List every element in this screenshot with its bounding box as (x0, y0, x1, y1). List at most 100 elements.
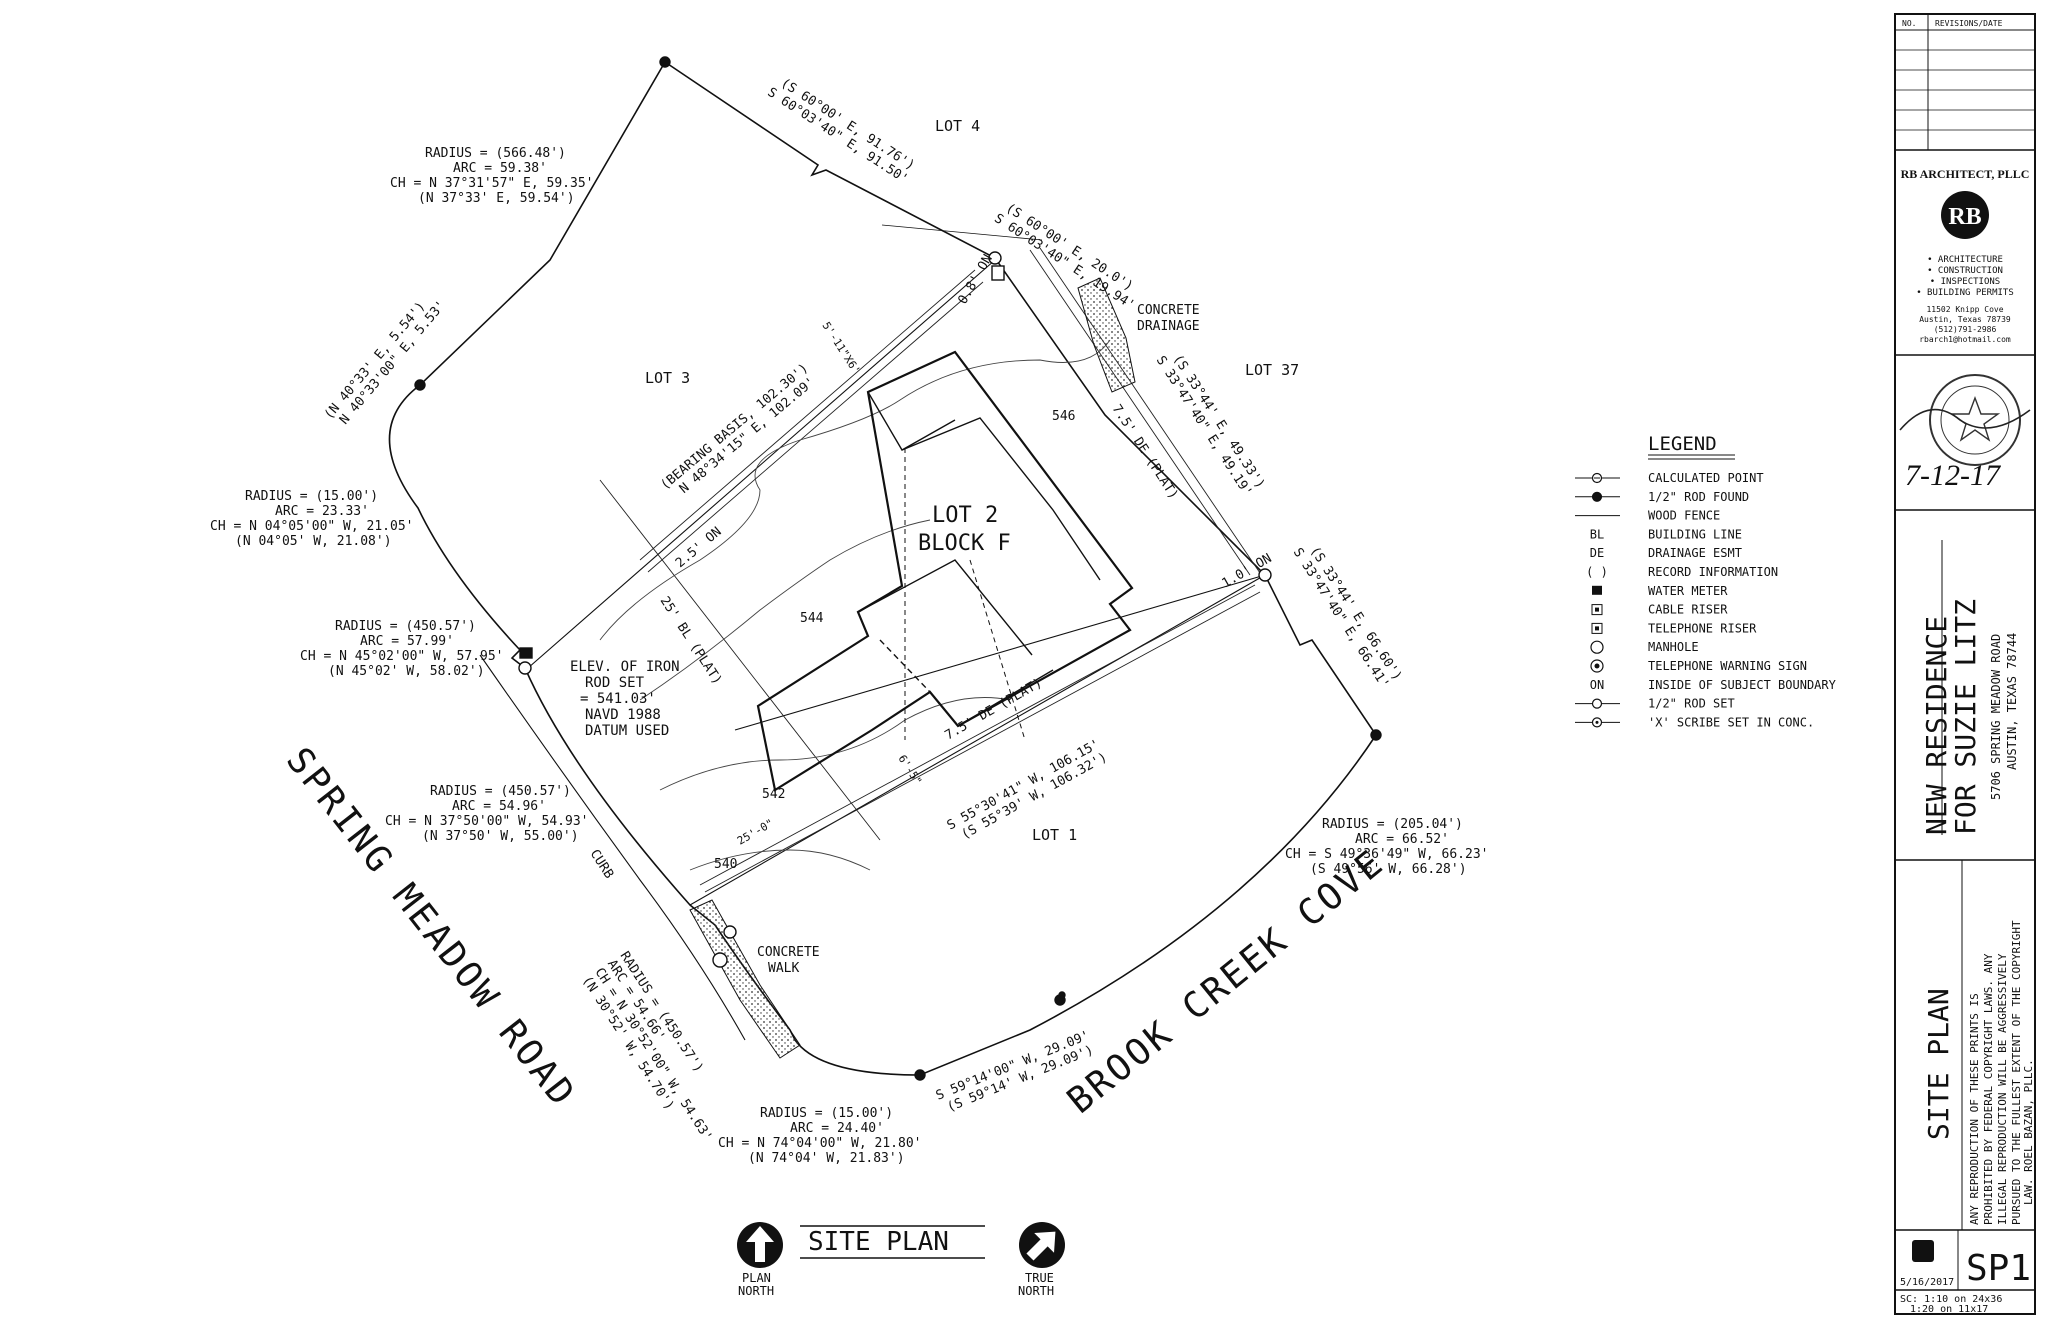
bearing-east-lower: (S 33°44' E, 66.60') S 33°47'40" E, 66.4… (1290, 544, 1405, 691)
svg-text:ARC = 23.33': ARC = 23.33' (275, 504, 369, 519)
svg-text:• CONSTRUCTION: • CONSTRUCTION (1927, 266, 2003, 276)
dim-left-label: 25'-0" (735, 816, 776, 847)
bearing-south-lot1: S 55°30'41" W, 106.15' (S 55°39' W, 106.… (945, 737, 1110, 843)
lot-label: BLOCK F (918, 531, 1011, 556)
boundary-markers (414, 56, 1382, 1081)
telephone-riser-marker (991, 265, 1005, 281)
contour-label: 542 (762, 787, 785, 802)
legend-label: CABLE RISER (1648, 603, 1728, 617)
lot-label: LOT 37 (1245, 361, 1299, 379)
dim-top-label: 5'-11"X6' (819, 320, 862, 377)
rod-set-icon (1591, 698, 1603, 709)
legend-row: WATER METER (1592, 584, 1728, 598)
legend-label: MANHOLE (1648, 640, 1699, 654)
firm-services: • ARCHITECTURE • CONSTRUCTION • INSPECTI… (1916, 255, 2014, 298)
curve-data-c7: RADIUS = (450.57') ARC = 54.66' CH = N 3… (579, 949, 715, 1144)
bearing-north-short: (S 60°00' E, 20.0') S 60°03'40" E, 19.94… (991, 201, 1137, 314)
legend-row: 'X' SCRIBE SET IN CONC. (1575, 715, 1814, 729)
road-brook-creek: BROOK CREEK COVE (1060, 842, 1393, 1122)
rod-found-marker (914, 1069, 926, 1081)
legend-label: WOOD FENCE (1648, 509, 1720, 523)
svg-text:S 60°03'40" E, 19.94': S 60°03'40" E, 19.94' (991, 211, 1137, 313)
svg-text:DRAINAGE: DRAINAGE (1137, 319, 1200, 334)
svg-text:LAW. ROEL BAZAN, PLLC.: LAW. ROEL BAZAN, PLLC. (2022, 1059, 2035, 1205)
site-address: AUSTIN, TEXAS 78744 (2005, 633, 2019, 770)
svg-text:ROD SET: ROD SET (585, 675, 645, 691)
firm-mini-logo (1912, 1240, 1934, 1262)
svg-text:PROHIBITED BY FEDERAL COPYRIGH: PROHIBITED BY FEDERAL COPYRIGHT LAWS. AN… (1982, 953, 1995, 1225)
svg-text:NAVD 1988: NAVD 1988 (585, 707, 661, 723)
svg-text:ARC = 54.96': ARC = 54.96' (452, 799, 546, 814)
revision-rows (1895, 49, 2035, 131)
dim-bottom-label: 6'-5" (895, 753, 924, 788)
svg-text:(S 60°00' E, 91.76'): (S 60°00' E, 91.76') (778, 76, 917, 174)
svg-text:(512)791-2986: (512)791-2986 (1934, 325, 1997, 334)
sheet-number: SP1 (1966, 1248, 2031, 1289)
curb-label: CURB (587, 847, 617, 882)
legend-row: ( )RECORD INFORMATION (1586, 565, 1778, 579)
svg-text:CH = S 49°36'49" W, 66.23': CH = S 49°36'49" W, 66.23' (1285, 847, 1489, 862)
curve-data-c2: RADIUS = (15.00') ARC = 23.33' CH = N 04… (210, 489, 414, 549)
svg-text:S 60°03'40" E, 91.50': S 60°03'40" E, 91.50' (765, 85, 911, 187)
svg-text:CONCRETE: CONCRETE (1137, 303, 1200, 318)
project-name: FOR SUZIE LITZ (1949, 599, 1982, 835)
svg-text:CH = N 04°05'00" W, 21.05': CH = N 04°05'00" W, 21.05' (210, 519, 414, 534)
site-plan-title: SITE PLAN (808, 1227, 949, 1257)
curve-data-c4: RADIUS = (450.57') ARC = 54.96' CH = N 3… (385, 784, 589, 844)
rod-found-marker (659, 56, 671, 68)
bearing-north-line: (S 60°00' E, 91.76') S 60°03'40" E, 91.5… (765, 76, 918, 187)
seal-date: 7-12-17 (1905, 459, 2002, 492)
svg-text:RADIUS = (15.00'): RADIUS = (15.00') (245, 489, 378, 504)
true-north-arrow: TRUE NORTH (1018, 1222, 1065, 1298)
svg-text:DATUM USED: DATUM USED (585, 723, 669, 739)
legend-label: INSIDE OF SUBJECT BOUNDARY (1648, 678, 1837, 692)
legend-row: CALCULATED POINT (1575, 471, 1764, 485)
sheet-title: SITE PLAN (1922, 988, 1955, 1140)
bearing-northwest: (N 40°33' E, 5.54') N 40°33'00" E, 5.53' (322, 298, 449, 428)
svg-text:ANY REPRODUCTION OF THESE PRIN: ANY REPRODUCTION OF THESE PRINTS IS (1968, 993, 1981, 1225)
svg-text:S 55°30'41" W, 106.15': S 55°30'41" W, 106.15' (945, 737, 1103, 834)
legend-label: CALCULATED POINT (1648, 471, 1764, 485)
lot-label: LOT 2 (932, 503, 998, 528)
manhole-marker (712, 952, 728, 968)
legend-row: WOOD FENCE (1575, 509, 1720, 523)
revision-no-header: NO. (1902, 19, 1916, 28)
svg-text:ELEV. OF IRON: ELEV. OF IRON (570, 659, 680, 675)
svg-text:CH = N 37°50'00" W, 54.93': CH = N 37°50'00" W, 54.93' (385, 814, 589, 829)
legend-label: BUILDING LINE (1648, 527, 1742, 541)
legend-label: 'X' SCRIBE SET IN CONC. (1648, 715, 1814, 729)
legend-label: WATER METER (1648, 584, 1728, 598)
copyright-notice: ANY REPRODUCTION OF THESE PRINTS IS PROH… (1968, 920, 2035, 1225)
contour-lines (599, 339, 1111, 871)
firm-address: 11502 Knipp Cove Austin, Texas 78739 (51… (1919, 305, 2011, 344)
svg-text:RADIUS = (15.00'): RADIUS = (15.00') (760, 1106, 893, 1121)
easement-lines (599, 247, 1261, 893)
scale-note: 1:20 on 11x17 (1910, 1304, 1988, 1315)
site-address: 5706 SPRING MEADOW ROAD (1989, 634, 2003, 800)
legend-label: TELEPHONE WARNING SIGN (1648, 659, 1807, 673)
curve-data-c5: RADIUS = (205.04') ARC = 66.52' CH = S 4… (1285, 817, 1489, 877)
true-north-label: TRUE (1025, 1271, 1054, 1285)
firm-logo-text: RB (1948, 204, 1981, 230)
legend-label: 1/2" ROD SET (1648, 697, 1735, 711)
rod-set-marker (988, 251, 1002, 265)
svg-text:RADIUS = (450.57'): RADIUS = (450.57') (335, 619, 476, 634)
de-plat-east-label: 7.5' DE (PLAT) (1109, 402, 1181, 502)
elevation-note: ELEV. OF IRON ROD SET = 541.03' NAVD 198… (570, 659, 680, 739)
svg-text:N 40°33'00" E, 5.53': N 40°33'00" E, 5.53' (337, 298, 449, 428)
legend-row: TELEPHONE WARNING SIGN (1590, 659, 1807, 673)
firm-logo (1941, 191, 1989, 239)
contour-label: 546 (1052, 409, 1075, 424)
true-north-label: NORTH (1018, 1284, 1054, 1298)
legend-key: ( ) (1586, 565, 1608, 579)
svg-text:ARC = 24.40': ARC = 24.40' (790, 1121, 884, 1136)
firm-name: RB ARCHITECT, PLLC (1901, 167, 2030, 181)
rod-set-marker (723, 925, 737, 939)
architect-seal (1899, 374, 2031, 466)
property-boundary (388, 60, 1377, 1076)
legend-label: 1/2" ROD FOUND (1648, 490, 1749, 504)
curve-data-c3: RADIUS = (450.57') ARC = 57.99' CH = N 4… (300, 619, 504, 679)
on-north-label: 0.8' ON (955, 252, 995, 307)
